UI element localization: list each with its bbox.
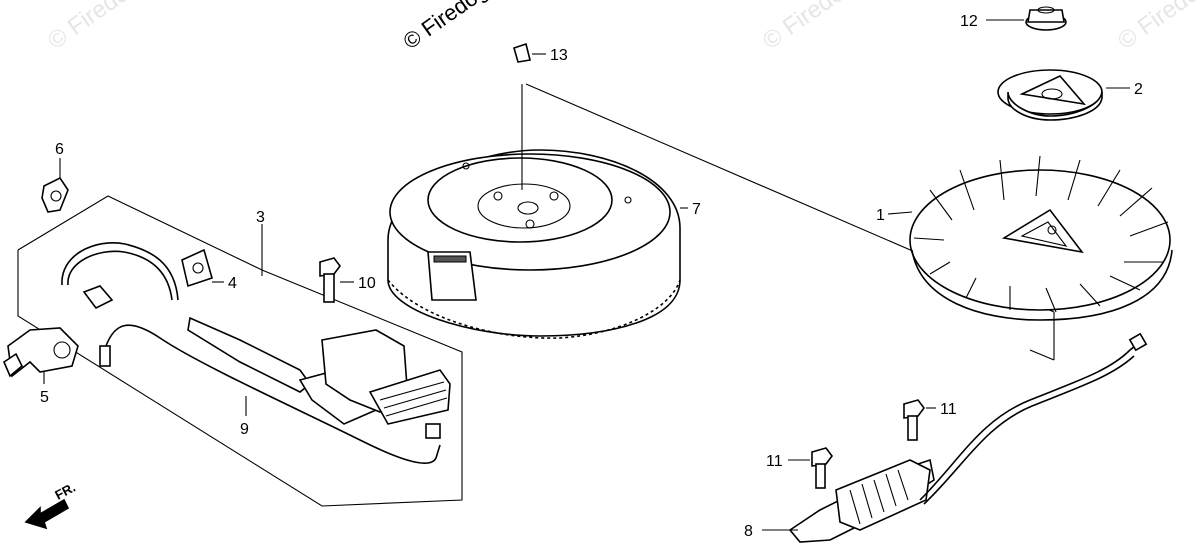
callout-5: 5: [40, 389, 49, 406]
flange-nut: [1025, 6, 1067, 31]
front-direction-arrow: [24, 498, 70, 530]
bolt-11-upper: [903, 399, 925, 441]
watermark: © Firedog: [43, 0, 145, 55]
bolt-11-lower: [811, 447, 833, 489]
watermark: © Firedog: [399, 0, 493, 54]
watermark: © Firedog: [758, 0, 860, 55]
front-direction-label: FR.: [52, 480, 78, 503]
woodruff-key: [513, 42, 531, 63]
callout-9: 9: [240, 421, 249, 438]
callout-13: 13: [550, 47, 568, 64]
callout-6: 6: [55, 141, 64, 158]
wire-clip: [41, 176, 69, 213]
callout-10: 10: [358, 275, 376, 292]
callout-leaders: [43, 19, 1130, 531]
callout-11-upper: 11: [940, 401, 957, 418]
ignition-coil: [187, 316, 451, 425]
callout-12: 12: [960, 13, 978, 30]
grommet: [181, 248, 213, 288]
callout-11-lower: 11: [766, 453, 783, 470]
charge-coil: [788, 332, 1148, 543]
high-tension-lead-inner: [67, 250, 173, 301]
callout-1: 1: [876, 207, 885, 224]
callout-8: 8: [744, 523, 753, 540]
leader: [1029, 349, 1055, 361]
high-tension-lead: [61, 242, 179, 301]
spark-plug-cap: [3, 327, 79, 378]
fan: [909, 155, 1173, 321]
stop-wire-connector: [425, 423, 441, 439]
bolt-10: [319, 257, 341, 303]
callout-4: 4: [228, 275, 237, 292]
stop-wire: [105, 324, 441, 464]
fan-plate: [997, 69, 1103, 121]
stop-wire-terminal: [99, 345, 111, 367]
callout-3: 3: [256, 209, 265, 226]
callout-2: 2: [1134, 81, 1143, 98]
watermark: © Firedog: [1113, 0, 1200, 55]
callout-7: 7: [692, 201, 701, 218]
lead-end: [82, 285, 114, 310]
flywheel: [387, 149, 681, 339]
